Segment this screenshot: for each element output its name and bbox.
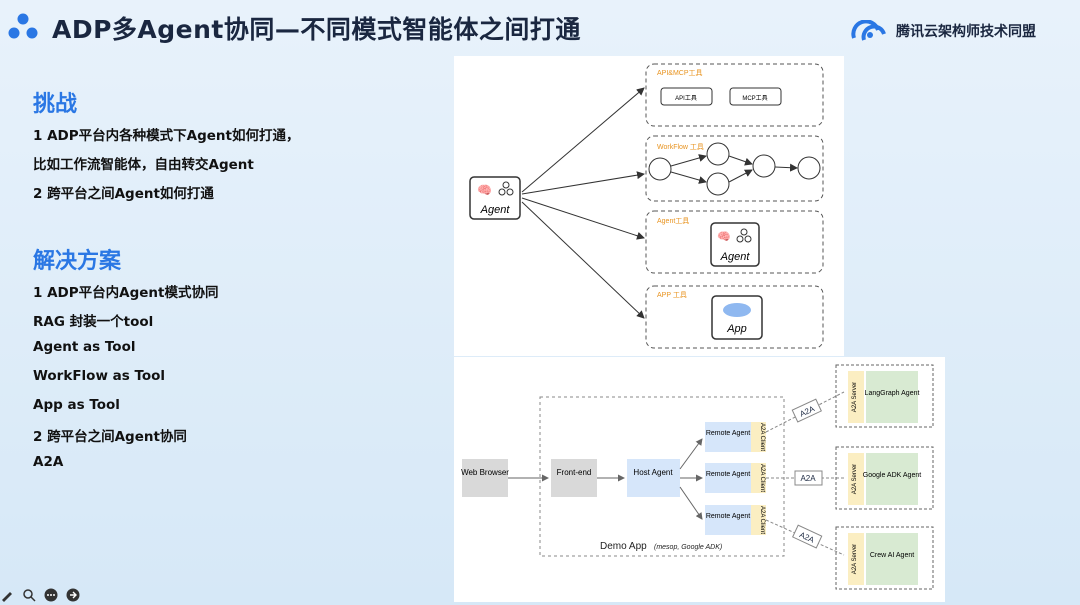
challenge-line: 1 ADP平台内各种模式下Agent如何打通，	[33, 128, 300, 144]
brand: 腾讯云架构师技术同盟	[850, 20, 1036, 42]
server-langgraph: A2A Server LangGraph Agent	[835, 364, 934, 428]
demo-app-label: Demo App	[600, 541, 647, 552]
server-agent-label: Crew AI Agent	[870, 552, 914, 559]
group-title: WorkFlow 工具	[657, 143, 704, 151]
challenge-line: 2 跨平台之间Agent如何打通	[33, 186, 214, 202]
logo-icon	[8, 13, 38, 39]
server-agent-label: LangGraph Agent	[865, 390, 920, 397]
group-title: Agent工具	[657, 217, 689, 225]
remote-agent-label: Remote Agent	[706, 430, 750, 437]
solution-line: Agent as Tool	[33, 339, 136, 355]
a2a-label: A2A	[800, 474, 816, 483]
group-title: API&MCP工具	[657, 69, 703, 77]
pen-icon[interactable]	[0, 588, 14, 602]
host-agent-box: Host Agent	[627, 459, 680, 497]
remote-agent-2: Remote Agent A2A Client	[705, 463, 766, 493]
page-title: ADP多Agent协同—不同模式智能体之间打通	[52, 15, 581, 44]
solution-line: A2A	[33, 454, 64, 470]
a2a-server-label: A2A Server	[852, 544, 858, 574]
frontend-label: Front-end	[557, 468, 592, 477]
a2a-diagram: Demo App (mesop, Google ADK) Web Browser…	[454, 357, 945, 602]
server-agent-label: Google ADK Agent	[863, 472, 921, 479]
a2a-client-label: A2A Client	[759, 464, 765, 492]
agent-tool-label: Agent	[720, 251, 751, 263]
server-google-adk: A2A Server Google ADK Agent	[835, 446, 934, 510]
tool-diagram: 🧠 Agent API&MCP工具 API工具 MCP工具	[454, 56, 844, 356]
app-tool-label: App	[726, 323, 747, 335]
solution-line: WorkFlow as Tool	[33, 368, 166, 384]
main-agent-label: Agent	[480, 204, 511, 216]
challenge-heading: 挑战	[33, 92, 78, 117]
remote-agent-label: Remote Agent	[706, 471, 750, 478]
group-title: APP 工具	[657, 291, 687, 299]
host-agent-label: Host Agent	[633, 468, 673, 477]
presentation-toolbar	[0, 588, 80, 602]
solution-line: RAG 封装一个tool	[33, 314, 154, 330]
a2a-client-label: A2A Client	[759, 423, 765, 451]
main-agent-box: 🧠 Agent	[469, 176, 521, 220]
brand-name: 腾讯云架构师技术同盟	[896, 24, 1036, 40]
solution-heading: 解决方案	[33, 249, 122, 274]
more-icon[interactable]	[44, 588, 58, 602]
next-icon[interactable]	[66, 588, 80, 602]
mcp-tool-label: MCP工具	[742, 95, 767, 102]
app-tool-group: APP 工具 App	[645, 285, 824, 349]
challenge-line: 比如工作流智能体，自由转交Agent	[33, 157, 254, 173]
solution-line: 1 ADP平台内Agent模式协同	[33, 285, 219, 301]
demo-app-note: (mesop, Google ADK)	[654, 544, 722, 551]
tencent-cloud-icon	[851, 20, 886, 41]
api-tool-label: API工具	[675, 95, 697, 102]
a2a-client-label: A2A Client	[759, 506, 765, 534]
web-browser-box: Web Browser	[461, 459, 509, 497]
workflow-group: WorkFlow 工具	[645, 135, 824, 202]
a2a-server-label: A2A Server	[852, 382, 858, 412]
a2a-server-label: A2A Server	[852, 464, 858, 494]
svg-text:🧠: 🧠	[717, 230, 731, 243]
remote-agent-label: Remote Agent	[706, 513, 750, 520]
solution-line: App as Tool	[33, 397, 120, 413]
frontend-box: Front-end	[551, 459, 597, 497]
solution-line: 2 跨平台之间Agent协同	[33, 429, 187, 445]
remote-agent-3: Remote Agent A2A Client	[705, 505, 766, 535]
search-icon[interactable]	[22, 588, 36, 602]
server-crewai: A2A Server Crew AI Agent	[835, 526, 934, 590]
agent-tool-group: Agent工具 🧠 Agent	[645, 210, 824, 274]
web-browser-label: Web Browser	[461, 468, 509, 477]
remote-agent-1: Remote Agent A2A Client	[705, 422, 766, 452]
svg-text:🧠: 🧠	[477, 183, 492, 197]
api-mcp-group: API&MCP工具 API工具 MCP工具	[645, 63, 824, 127]
